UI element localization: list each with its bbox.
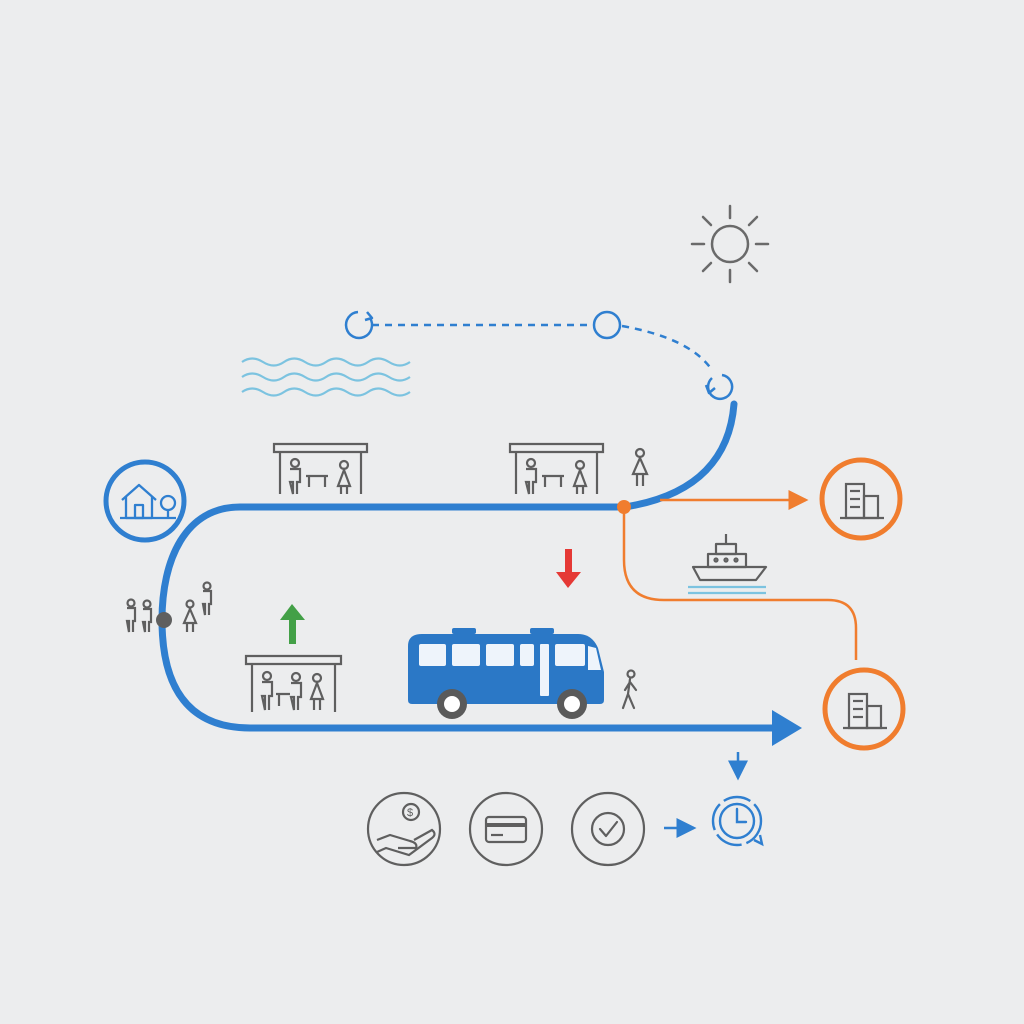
check-circle-icon: [570, 791, 646, 867]
clock-cycle-icon: [711, 795, 764, 847]
house-with-tree-icon: [120, 483, 177, 520]
office-building-icon: [843, 692, 887, 730]
standing-passenger-icon: [631, 447, 649, 486]
waves-icon: [241, 357, 411, 397]
waypoint-node: [592, 310, 622, 340]
ferry-boat-icon: [688, 534, 768, 595]
destination-lower-marker: [822, 667, 906, 751]
drop-off-down-arrow-icon: [556, 549, 581, 588]
dashed-return-route: [344, 310, 734, 401]
bus-shelter-icon: [272, 442, 369, 495]
cycle-icon: [344, 310, 374, 340]
orange-branch-routes: [622, 490, 858, 660]
cycle-icon: [706, 373, 734, 401]
people-icon: [125, 581, 213, 633]
credit-card-icon: [468, 791, 544, 867]
boarding-up-arrow-icon: [280, 604, 305, 644]
bus-icon: [408, 628, 604, 719]
office-building-icon: [840, 482, 884, 520]
walking-person-icon: [621, 669, 638, 710]
origin-house-marker: [103, 459, 187, 543]
destination-upper-marker: [819, 457, 903, 541]
bus-shelter-icon: [508, 442, 605, 495]
transfer-node: [617, 500, 631, 514]
boarding-node: [156, 612, 172, 628]
route-end-arrow: [772, 710, 802, 746]
sun-icon: [690, 204, 770, 284]
payment-cash-icon: $: [366, 791, 442, 867]
bus-shelter-icon: [244, 654, 343, 712]
svg-text:$: $: [407, 807, 413, 819]
